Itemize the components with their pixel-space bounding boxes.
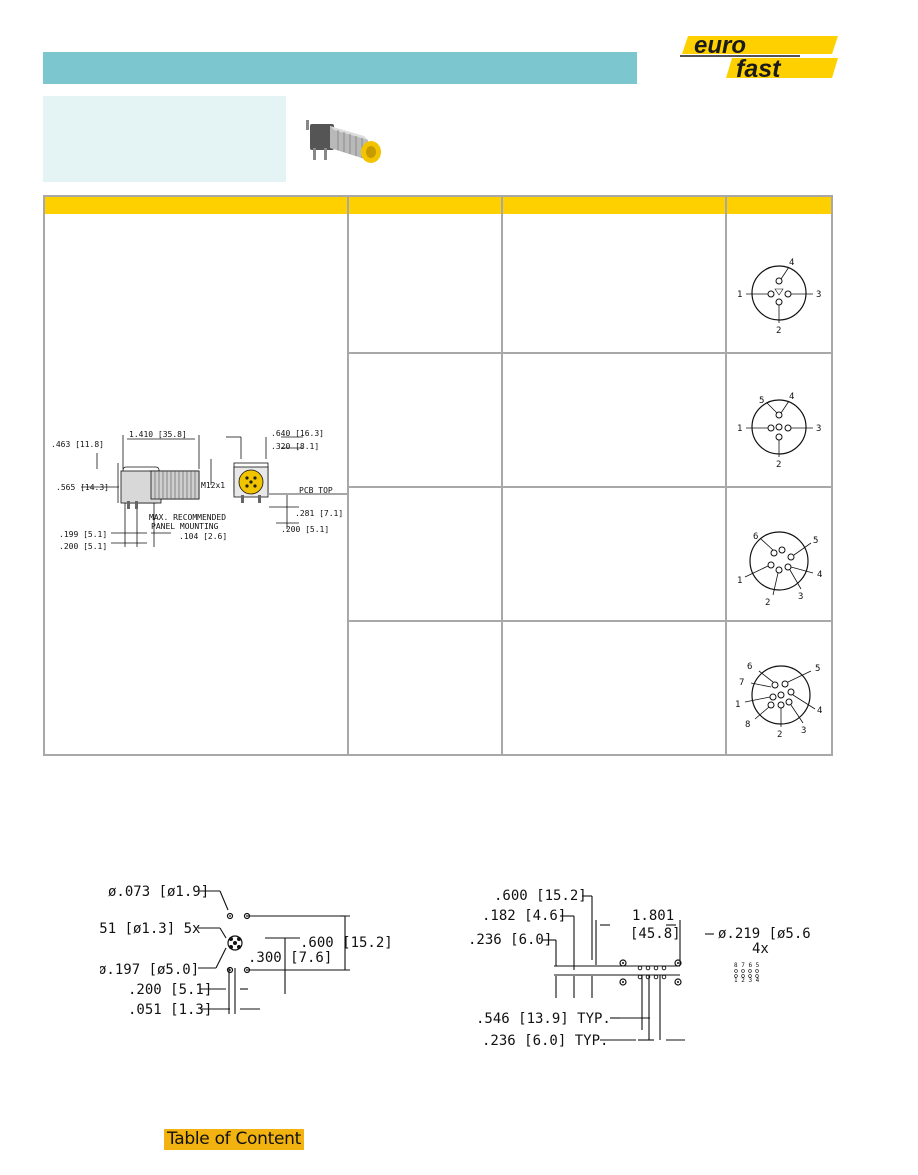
product-info-box	[43, 96, 286, 182]
col-divider	[501, 197, 503, 754]
pin-label: 5	[759, 396, 764, 406]
pcb-r-dim-1: .600 [15.2]	[494, 888, 587, 904]
pinout-4-pin: 1 2 3 4	[737, 258, 821, 336]
dim-1410: 1.410 [35.8]	[129, 430, 187, 439]
pcb-r-dim-4: 1.801	[632, 908, 674, 924]
row-divider	[347, 352, 831, 354]
pin-label: 4	[817, 706, 822, 716]
title-bar	[43, 52, 637, 84]
row-divider	[347, 620, 831, 622]
dim-640: .640 [16.3]	[271, 429, 324, 438]
pin-label: 3	[816, 424, 821, 434]
pcb-r-dim-7: 4x	[752, 941, 769, 957]
pin-label: 1	[735, 700, 740, 710]
pin-label: 4	[789, 258, 794, 268]
header-cell-4	[727, 197, 831, 214]
row-divider	[347, 486, 831, 488]
pcb-layout-multi: .600 [15.2] .182 [4.6] .236 [6.0] 1.801 …	[468, 888, 810, 1049]
pcb-r-dim-9: .236 [6.0] TYP.	[482, 1033, 608, 1049]
dim-281: .281 [7.1]	[295, 509, 343, 518]
header-cell-2	[349, 197, 501, 214]
dim-320: .320 [8.1]	[271, 442, 319, 451]
dim-200-right: .200 [5.1]	[281, 525, 329, 534]
pcb-l-dim-4: .600 [15.2]	[300, 935, 393, 951]
dim-panel: PANEL MOUNTING	[151, 522, 219, 531]
pin-label: 3	[816, 290, 821, 300]
pcb-r-dim-3: .236 [6.0]	[468, 932, 552, 948]
pin-label: 4	[817, 570, 822, 580]
logo-fast: fast	[736, 55, 782, 83]
pin-label: 1	[737, 290, 742, 300]
pcb-r-dim-6: ø.219 [ø5.6]	[718, 926, 810, 942]
pin-label: 8	[745, 720, 750, 730]
pin-label: 2	[776, 326, 781, 336]
pcb-r-dim-2: .182 [4.6]	[482, 908, 566, 924]
header-cell-3	[503, 197, 725, 214]
dim-104: .104 [2.6]	[179, 532, 227, 541]
dim-max-rec: MAX. RECOMMENDED	[149, 513, 226, 522]
pcb-layout-single: ø.073 [ø1.9] ø.051 [ø1.3] 5x ø.197 [ø5.0…	[100, 884, 393, 1018]
dim-199: .199 [5.1]	[59, 530, 107, 539]
pin-label: 5	[815, 664, 820, 674]
pin-label: 3	[798, 592, 803, 602]
pcb-l-dim-7: .051 [1.3]	[128, 1002, 212, 1018]
pin-label: 2	[777, 730, 782, 740]
pin-row-top: 8 7 6 5	[734, 962, 760, 969]
dim-pcb-top: PCB TOP	[299, 486, 333, 495]
col-divider	[725, 197, 727, 754]
pinout-5-pin: 1 2 3 4 5	[737, 392, 821, 470]
pinout-8-pin: 1 2 3 4 5 6 7 8	[735, 662, 822, 740]
pin-label: 7	[739, 678, 744, 688]
col-divider	[347, 197, 349, 754]
pcb-r-dim-8: .546 [13.9] TYP.	[476, 1011, 611, 1027]
pin-label: 1	[737, 576, 742, 586]
logo-euro: euro	[694, 32, 746, 59]
pin-label: 6	[747, 662, 752, 672]
pcb-l-dim-6: .200 [5.1]	[128, 982, 212, 998]
pin-label: 1	[737, 424, 742, 434]
dim-200-left: .200 [5.1]	[59, 542, 107, 551]
header-cell-1	[45, 197, 347, 214]
pin-label: 2	[776, 460, 781, 470]
pcb-l-dim-2: ø.051 [ø1.3] 5x	[100, 921, 200, 937]
dim-565: .565 [14.3]	[56, 483, 109, 492]
pin-label: 5	[813, 536, 818, 546]
table-of-content-link[interactable]: Table of Content	[164, 1129, 304, 1150]
pin-label: 2	[765, 598, 770, 608]
product-photo	[306, 120, 381, 163]
pcb-l-dim-5: .300 [7.6]	[248, 950, 332, 966]
pcb-l-dim-1: ø.073 [ø1.9]	[108, 884, 209, 900]
pinout-6-pin: 1 2 3 4 5 6	[737, 531, 822, 608]
pin-label: 3	[801, 726, 806, 736]
pcb-l-dim-3: ø.197 [ø5.0]	[100, 962, 199, 978]
pcb-r-dim-5: [45.8]	[630, 926, 681, 942]
side-view-drawing: .463 [11.8] 1.410 [35.8] .640 [16.3] .32…	[51, 429, 347, 551]
product-table: .463 [11.8] 1.410 [35.8] .640 [16.3] .32…	[43, 195, 833, 756]
dim-m12: M12x1	[201, 481, 225, 490]
pin-label: 6	[753, 532, 758, 542]
pin-row-bottom: 1 2 3 4	[734, 977, 760, 984]
dim-463: .463 [11.8]	[51, 440, 104, 449]
pin-label: 4	[789, 392, 794, 402]
eurofast-logo: euro fast	[680, 32, 838, 83]
